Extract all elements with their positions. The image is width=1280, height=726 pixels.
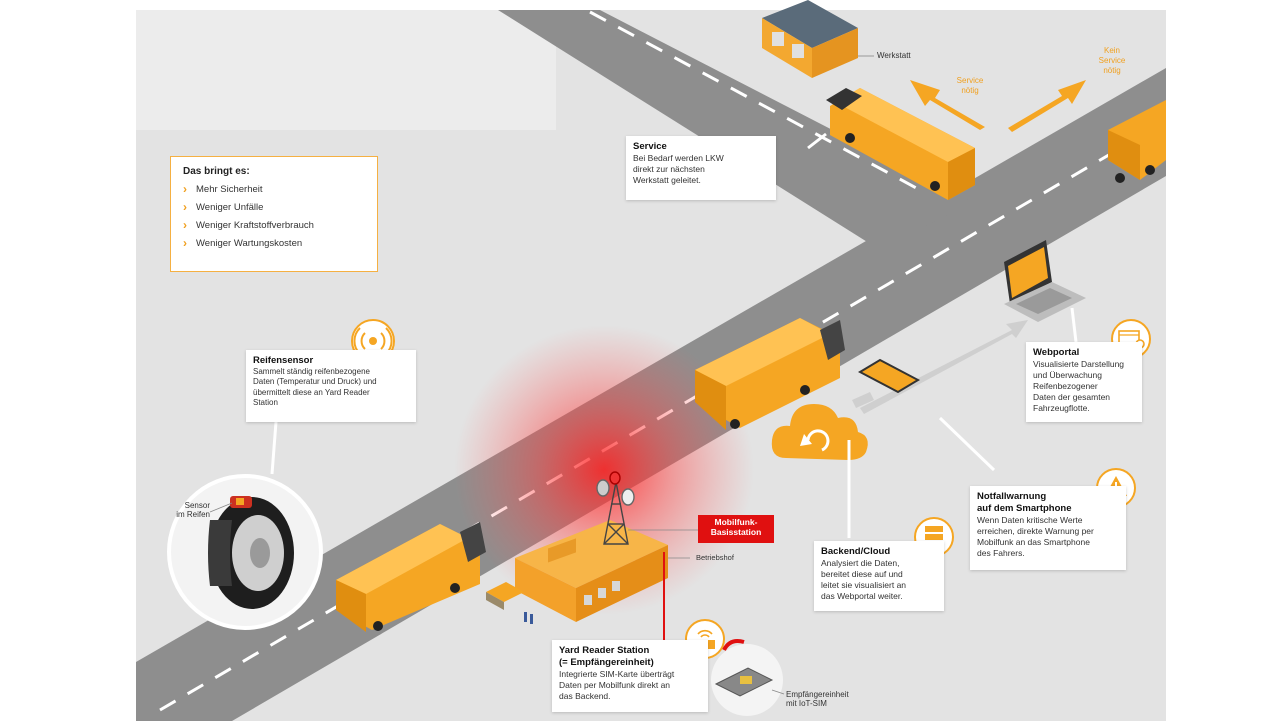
betriebshof-label: Betriebshof: [696, 553, 734, 562]
reifensensor-text-line: Station: [253, 397, 278, 407]
radio-glow: [454, 325, 754, 615]
antenna-tower-icon: [596, 471, 635, 545]
cloud-icon: [771, 404, 868, 460]
betriebshof-building: [515, 520, 690, 622]
backend-title: Backend/Cloud: [821, 546, 891, 557]
reifensensor-text-line: Sammelt ständig reifenbezogene: [253, 367, 370, 377]
werkstatt-label: Werkstatt: [877, 51, 911, 60]
benefits-box: Das bringt es: Mehr Sicherheit Weniger U…: [170, 156, 378, 272]
service-arrows: [910, 80, 1086, 132]
backend-box: Backend/Cloud Analysiert die Daten, bere…: [814, 541, 944, 611]
webportal-text-line: Visualisierte Darstellung: [1033, 359, 1125, 370]
service-noetig-label: Service nötig: [956, 76, 984, 95]
notfall-text-line: Mobilfunk an das Smartphone: [977, 537, 1090, 548]
benefit-item: Weniger Kraftstoffverbrauch: [183, 218, 365, 232]
benefit-item: Weniger Unfälle: [183, 200, 365, 214]
backend-text-line: leitet sie visualisiert an: [821, 579, 907, 590]
backend-text-line: bereitet diese auf und: [821, 569, 903, 580]
truck-right: [1108, 100, 1166, 183]
reifensensor-text-line: übermittelt diese an Yard Reader: [253, 387, 370, 397]
service-title: Service: [633, 141, 667, 152]
yard-text-line: Integrierte SIM-Karte überträgt: [559, 669, 675, 680]
reifensensor-text-line: Daten (Temperatur und Druck) und: [253, 377, 377, 387]
kein-service-label: Kein Service nötig: [1098, 46, 1126, 75]
webportal-text-line: Reifenbezogener: [1033, 380, 1098, 391]
mobilfunk-basisstation-label: Mobilfunk- Basisstation: [698, 515, 774, 543]
notfall-text-line: erreichen, direkte Warnung per: [977, 526, 1094, 537]
top-haze: [136, 10, 556, 130]
yard-reader-box: Yard Reader Station (= Empfängereinheit)…: [552, 640, 708, 712]
benefit-item: Weniger Wartungskosten: [183, 236, 365, 250]
backend-text-line: Analysiert die Daten,: [821, 558, 900, 569]
branch-road: [498, 10, 972, 250]
notfall-text-line: Wenn Daten kritische Werte: [977, 515, 1083, 526]
sensor-label: Sensor im Reifen: [176, 501, 210, 519]
yard-title: (= Empfängereinheit): [559, 657, 654, 669]
truck-bottom: [336, 522, 486, 632]
notfall-title: auf dem Smartphone: [977, 503, 1072, 515]
smartphone-icon: [857, 358, 921, 394]
webportal-text-line: Daten der gesamten: [1033, 391, 1111, 402]
webportal-title: Webportal: [1033, 347, 1080, 358]
notfall-box: Notfallwarnung auf dem Smartphone Wenn D…: [970, 486, 1126, 570]
service-text-line: Bei Bedarf werden LKW: [633, 153, 724, 164]
yard-text-line: Daten per Mobilfunk direkt an: [559, 680, 671, 691]
reifensensor-box: Reifensensor Sammelt ständig reifenbezog…: [246, 350, 416, 422]
sim-card-icon: [711, 639, 783, 716]
notfall-text-line: des Fahrers.: [977, 547, 1025, 558]
service-box: Service Bei Bedarf werden LKW direkt zur…: [626, 136, 776, 200]
forklift: [486, 582, 524, 610]
werkstatt-building: [762, 0, 858, 78]
backend-text-line: das Webportal weiter.: [821, 590, 903, 601]
service-text-line: Werkstatt geleitet.: [633, 174, 701, 185]
people: [524, 612, 533, 624]
truck-middle: [695, 318, 845, 430]
webportal-text-line: und Überwachung: [1033, 370, 1102, 381]
yard-text-line: das Backend.: [559, 691, 611, 702]
notfall-title: Notfallwarnung: [977, 491, 1047, 502]
webportal-text-line: Fahrzeugflotte.: [1033, 402, 1090, 413]
benefits-title: Das bringt es:: [183, 166, 250, 177]
yard-title: Yard Reader Station: [559, 645, 650, 656]
laptop-icon: [1004, 240, 1086, 322]
truck-top: [826, 88, 975, 200]
webportal-box: Webportal Visualisierte Darstellung und …: [1026, 342, 1142, 422]
benefit-item: Mehr Sicherheit: [183, 182, 365, 196]
service-text-line: direkt zur nächsten: [633, 164, 705, 175]
tire-inset: [167, 474, 323, 630]
empfaenger-label: Empfängereinheit mit IoT-SIM: [786, 690, 849, 708]
reifensensor-title: Reifensensor: [253, 355, 314, 366]
